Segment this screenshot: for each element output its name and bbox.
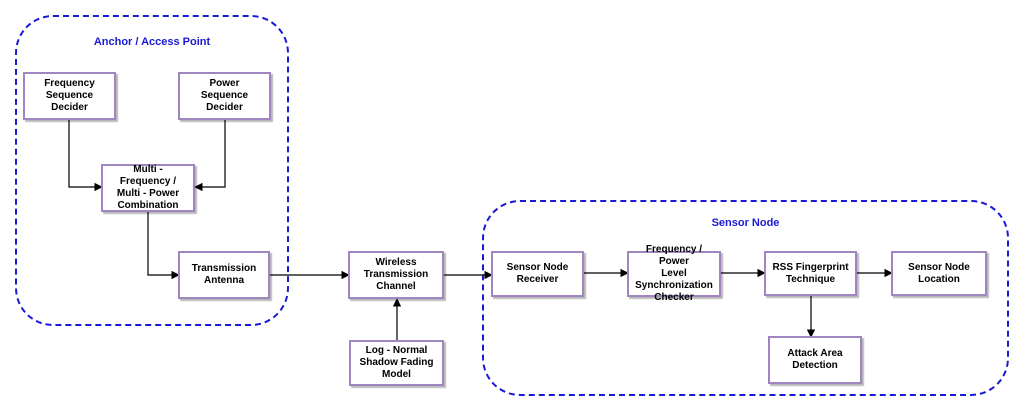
- frequency-sequence-decider-block: Frequency Sequence Decider: [23, 72, 116, 120]
- sensor-group-title: Sensor Node: [711, 217, 780, 229]
- transmission-antenna-block: Transmission Antenna: [178, 251, 270, 299]
- sensor-node-receiver-block: Sensor Node Receiver: [491, 251, 584, 297]
- attack-area-detection-label: Attack Area Detection: [787, 348, 843, 371]
- frequency-sequence-decider-label: Frequency Sequence Decider: [44, 78, 95, 113]
- anchor-access-point-group: [15, 15, 289, 326]
- sync-checker-label: Frequency / Power Level Synchronization …: [635, 244, 713, 303]
- sensor-node-receiver-label: Sensor Node Receiver: [506, 262, 569, 285]
- wireless-channel-label: Wireless Transmission Channel: [363, 257, 429, 292]
- power-sequence-decider-block: Power Sequence Decider: [178, 72, 271, 120]
- edge-power-decider-to-combination: [194, 120, 226, 192]
- anchor-group-title: Anchor / Access Point: [93, 36, 211, 48]
- edge-combination-to-antenna: [147, 212, 180, 280]
- wireless-channel-block: Wireless Transmission Channel: [348, 251, 444, 299]
- sensor-node-group: [482, 200, 1009, 396]
- multi-combination-label: Multi - Frequency / Multi - Power Combin…: [116, 164, 180, 211]
- rss-fingerprint-label: RSS Fingerprint Technique: [772, 261, 849, 285]
- rss-fingerprint-block: RSS Fingerprint Technique: [764, 251, 857, 296]
- sensor-node-location-block: Sensor Node Location: [891, 251, 987, 296]
- power-sequence-decider-label: Power Sequence Decider: [200, 78, 249, 113]
- transmission-antenna-label: Transmission Antenna: [191, 263, 257, 286]
- sensor-node-location-label: Sensor Node Location: [908, 261, 970, 285]
- shadow-fading-model-block: Log - Normal Shadow Fading Model: [349, 340, 444, 386]
- attack-area-detection-block: Attack Area Detection: [768, 336, 862, 384]
- sync-checker-block: Frequency / Power Level Synchronization …: [627, 244, 721, 303]
- multi-combination-block: Multi - Frequency / Multi - Power Combin…: [101, 164, 195, 212]
- edge-freq-decider-to-combination: [68, 120, 103, 192]
- shadow-fading-model-label: Log - Normal Shadow Fading Model: [359, 345, 434, 380]
